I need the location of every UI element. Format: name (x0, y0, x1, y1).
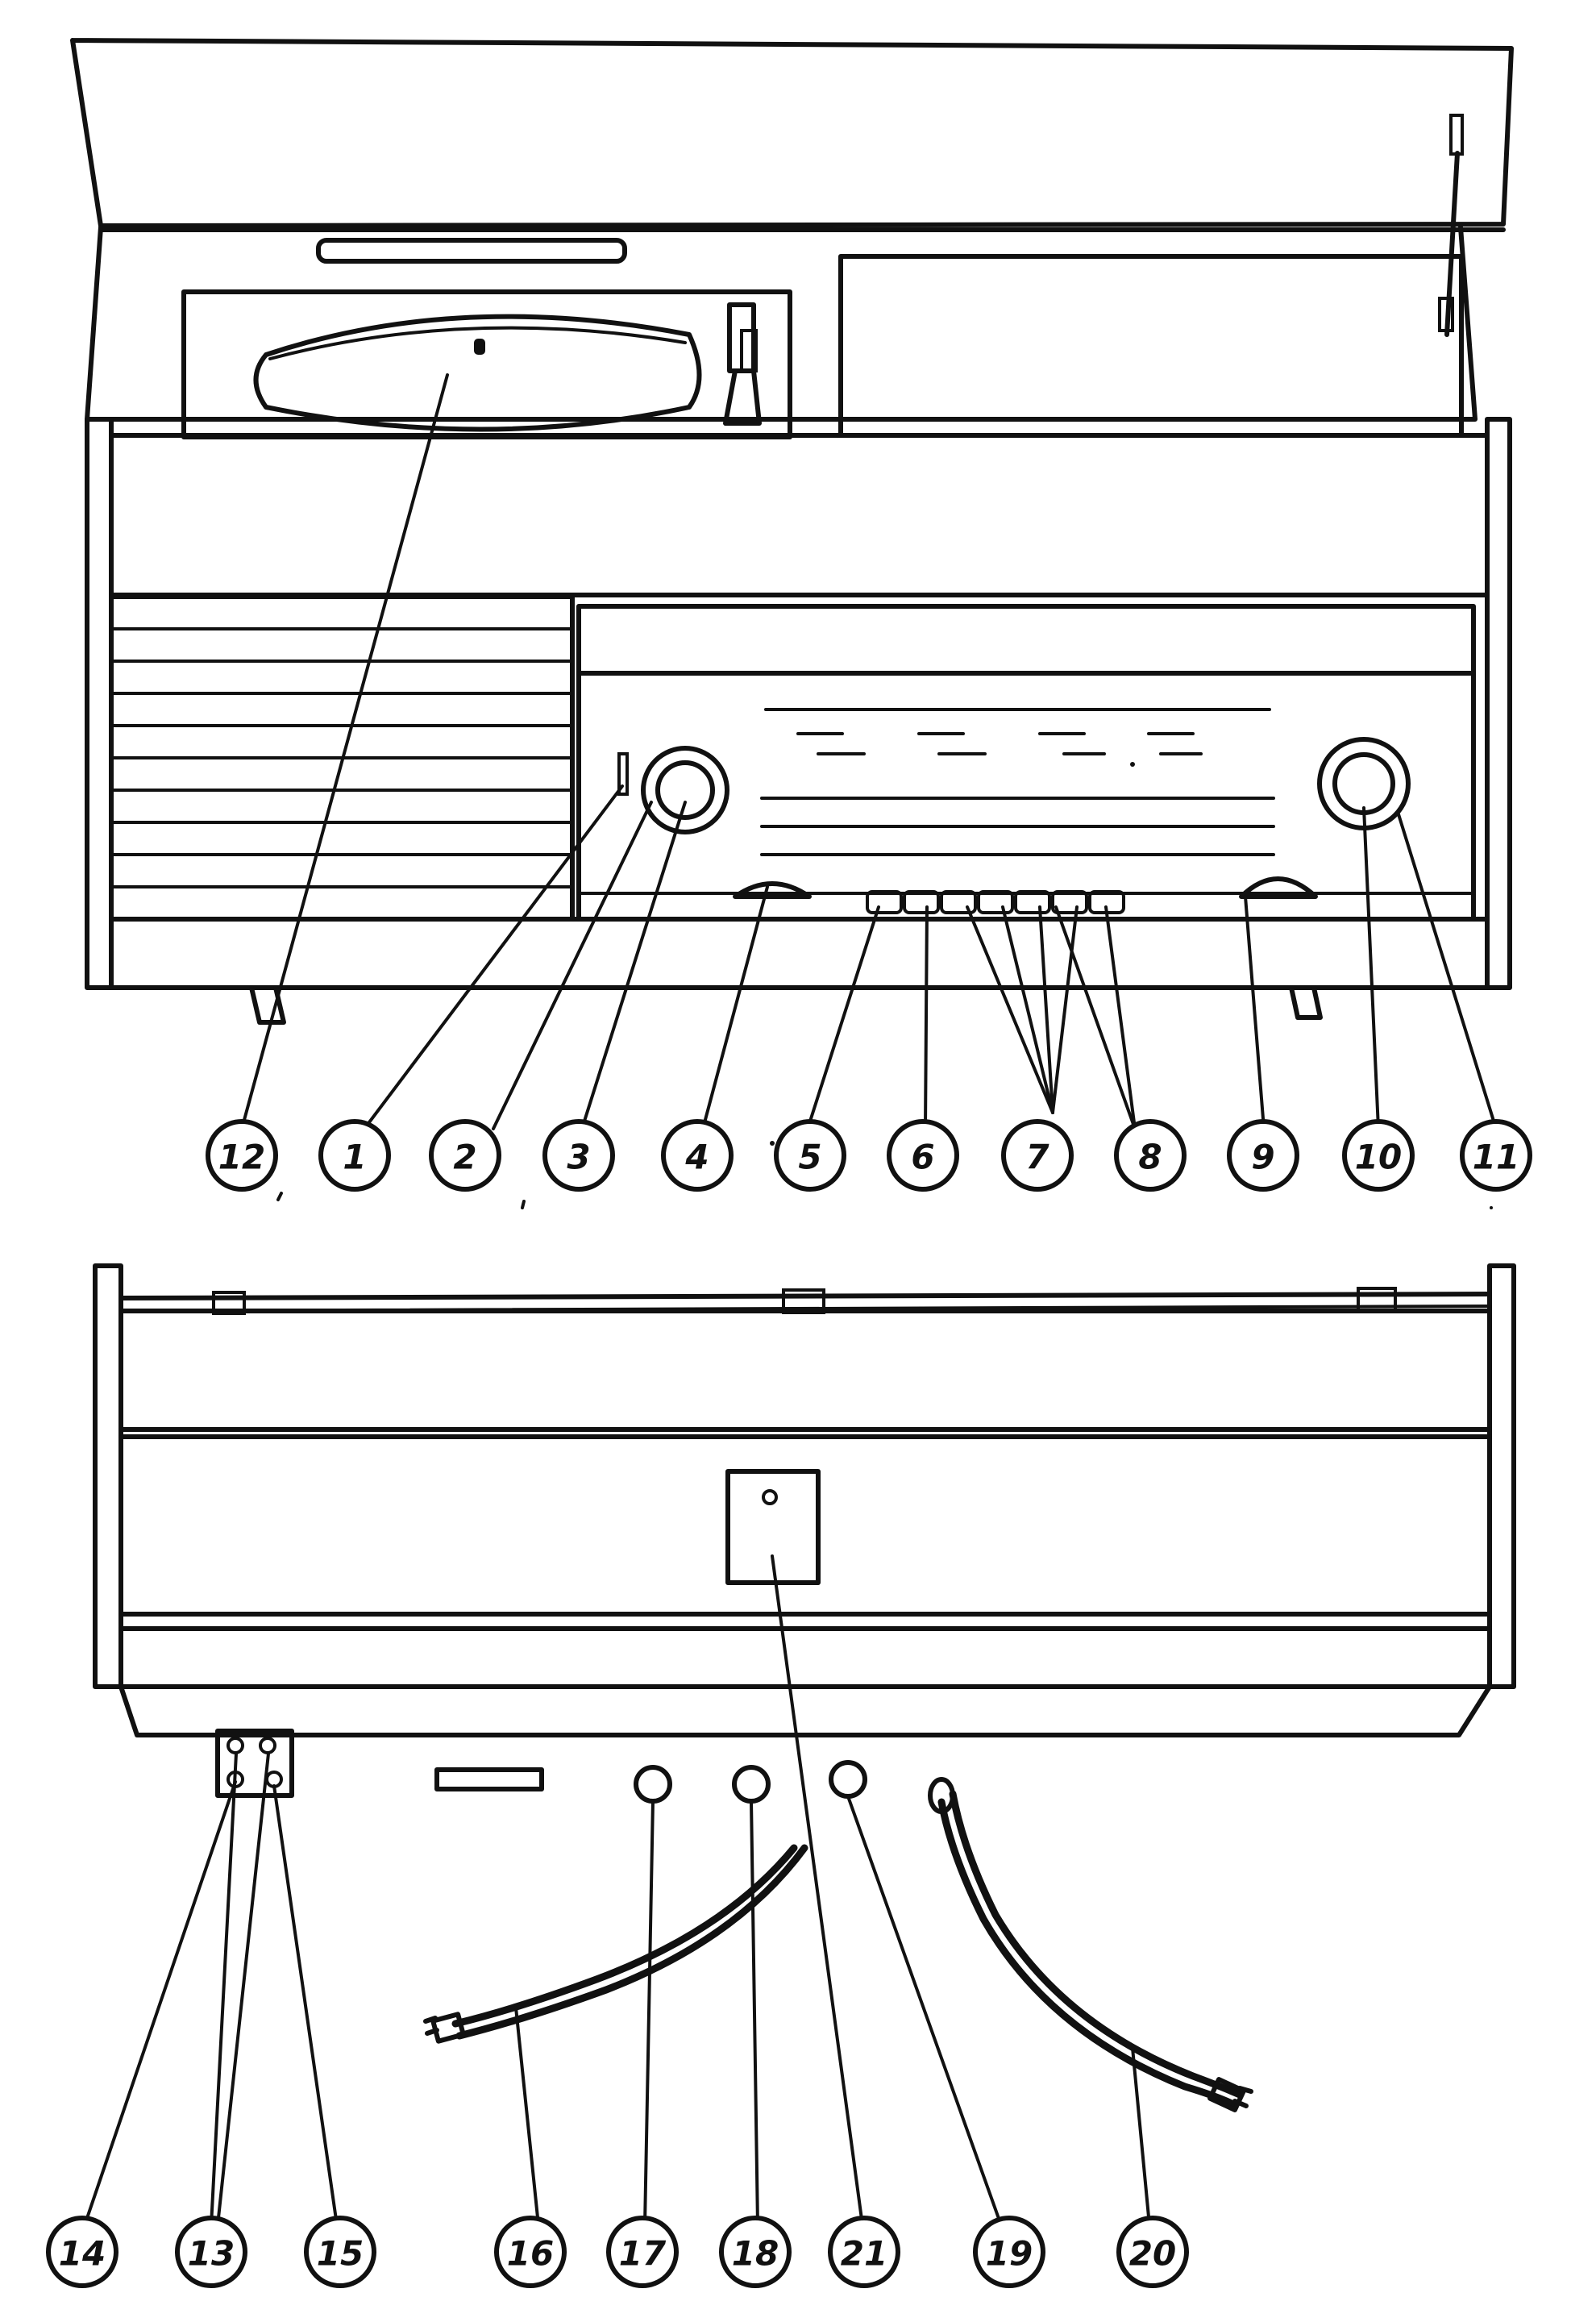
bass-control[interactable] (1239, 876, 1318, 899)
callout-21: 21 (828, 2216, 900, 2288)
callout-15: 15 (304, 2216, 376, 2288)
callout-11: 11 (1460, 1119, 1532, 1192)
left-post (85, 417, 114, 990)
callout-17: 17 (606, 2216, 679, 2288)
turntable-platter (253, 314, 702, 432)
callout-15-label: 15 (317, 2234, 364, 2274)
back-view: 14 13 15 16 17 18 21 19 (46, 1263, 1516, 2288)
back-left-post (93, 1263, 123, 1689)
front-leader-lines (240, 373, 1498, 1130)
callout-13-label: 13 (188, 2234, 235, 2274)
callout-9-label: 9 (1251, 1138, 1274, 1177)
callout-19-label: 19 (986, 2234, 1033, 2274)
tone-arm (723, 302, 762, 426)
tuning-scale (760, 708, 1275, 856)
callout-1-label: 1 (343, 1138, 366, 1177)
callout-20: 20 (1116, 2216, 1189, 2288)
socket-block[interactable] (215, 1729, 294, 1798)
nameplate (725, 1469, 821, 1585)
lid-stay (1438, 114, 1464, 337)
back-slot (434, 1767, 544, 1791)
callout-13: 13 (175, 2216, 247, 2288)
right-leg (1289, 985, 1323, 1020)
callout-19: 19 (973, 2216, 1045, 2288)
callout-18: 18 (719, 2216, 792, 2288)
callout-6-label: 6 (911, 1138, 934, 1177)
back-right-post (1487, 1263, 1516, 1689)
back-leader-lines (83, 1554, 1151, 2227)
top-compartment (85, 225, 1478, 439)
cord-left (423, 1844, 808, 2044)
lid (70, 38, 1514, 337)
right-post (1485, 417, 1512, 990)
callout-12: 12 (206, 1119, 278, 1192)
callout-7: 7 (1001, 1119, 1074, 1192)
callout-4: 4 (661, 1119, 734, 1192)
front-view: 12 1 2 3 4 5 6 7 (70, 38, 1532, 1192)
callout-6: 6 (887, 1119, 959, 1192)
callout-10: 10 (1342, 1119, 1415, 1192)
callout-7-label: 7 (1025, 1138, 1049, 1177)
callout-16: 16 (494, 2216, 567, 2288)
back-base (118, 1684, 1492, 1737)
cord-right (928, 1777, 1253, 2112)
speaker-grille (109, 594, 575, 922)
volume-knob[interactable] (641, 746, 729, 834)
control-panel (576, 604, 1476, 922)
callout-21-label: 21 (841, 2234, 887, 2274)
tuning-indicator (617, 752, 629, 796)
callout-3: 3 (542, 1119, 615, 1192)
storage-compartment (838, 254, 1464, 438)
callout-1: 1 (318, 1119, 391, 1192)
callout-9: 9 (1227, 1119, 1299, 1192)
paper-speckles (276, 1141, 1493, 1209)
cabinet-front (85, 417, 1512, 1025)
callout-17-label: 17 (619, 2234, 667, 2274)
callout-20-label: 20 (1129, 2234, 1176, 2274)
socket-19[interactable] (829, 1760, 867, 1799)
callout-10-label: 10 (1355, 1138, 1402, 1177)
tone-control[interactable] (733, 881, 812, 899)
callout-4-label: 4 (684, 1138, 709, 1177)
callout-5-label: 5 (798, 1138, 821, 1177)
callout-8: 8 (1114, 1119, 1187, 1192)
socket-17[interactable] (634, 1765, 672, 1804)
callout-5: 5 (774, 1119, 846, 1192)
callout-2: 2 (429, 1119, 501, 1192)
callout-3-label: 3 (567, 1138, 590, 1177)
callout-14: 14 (46, 2216, 118, 2288)
socket-18[interactable] (732, 1765, 771, 1804)
callout-18-label: 18 (732, 2234, 779, 2274)
callout-2-label: 2 (453, 1138, 476, 1177)
callout-12-label: 12 (218, 1138, 265, 1177)
record-slot (316, 238, 627, 264)
callout-14-label: 14 (59, 2234, 106, 2274)
push-buttons[interactable] (866, 890, 1125, 914)
callout-16-label: 16 (507, 2234, 554, 2274)
callout-11-label: 11 (1473, 1138, 1519, 1177)
callout-8-label: 8 (1138, 1138, 1162, 1177)
